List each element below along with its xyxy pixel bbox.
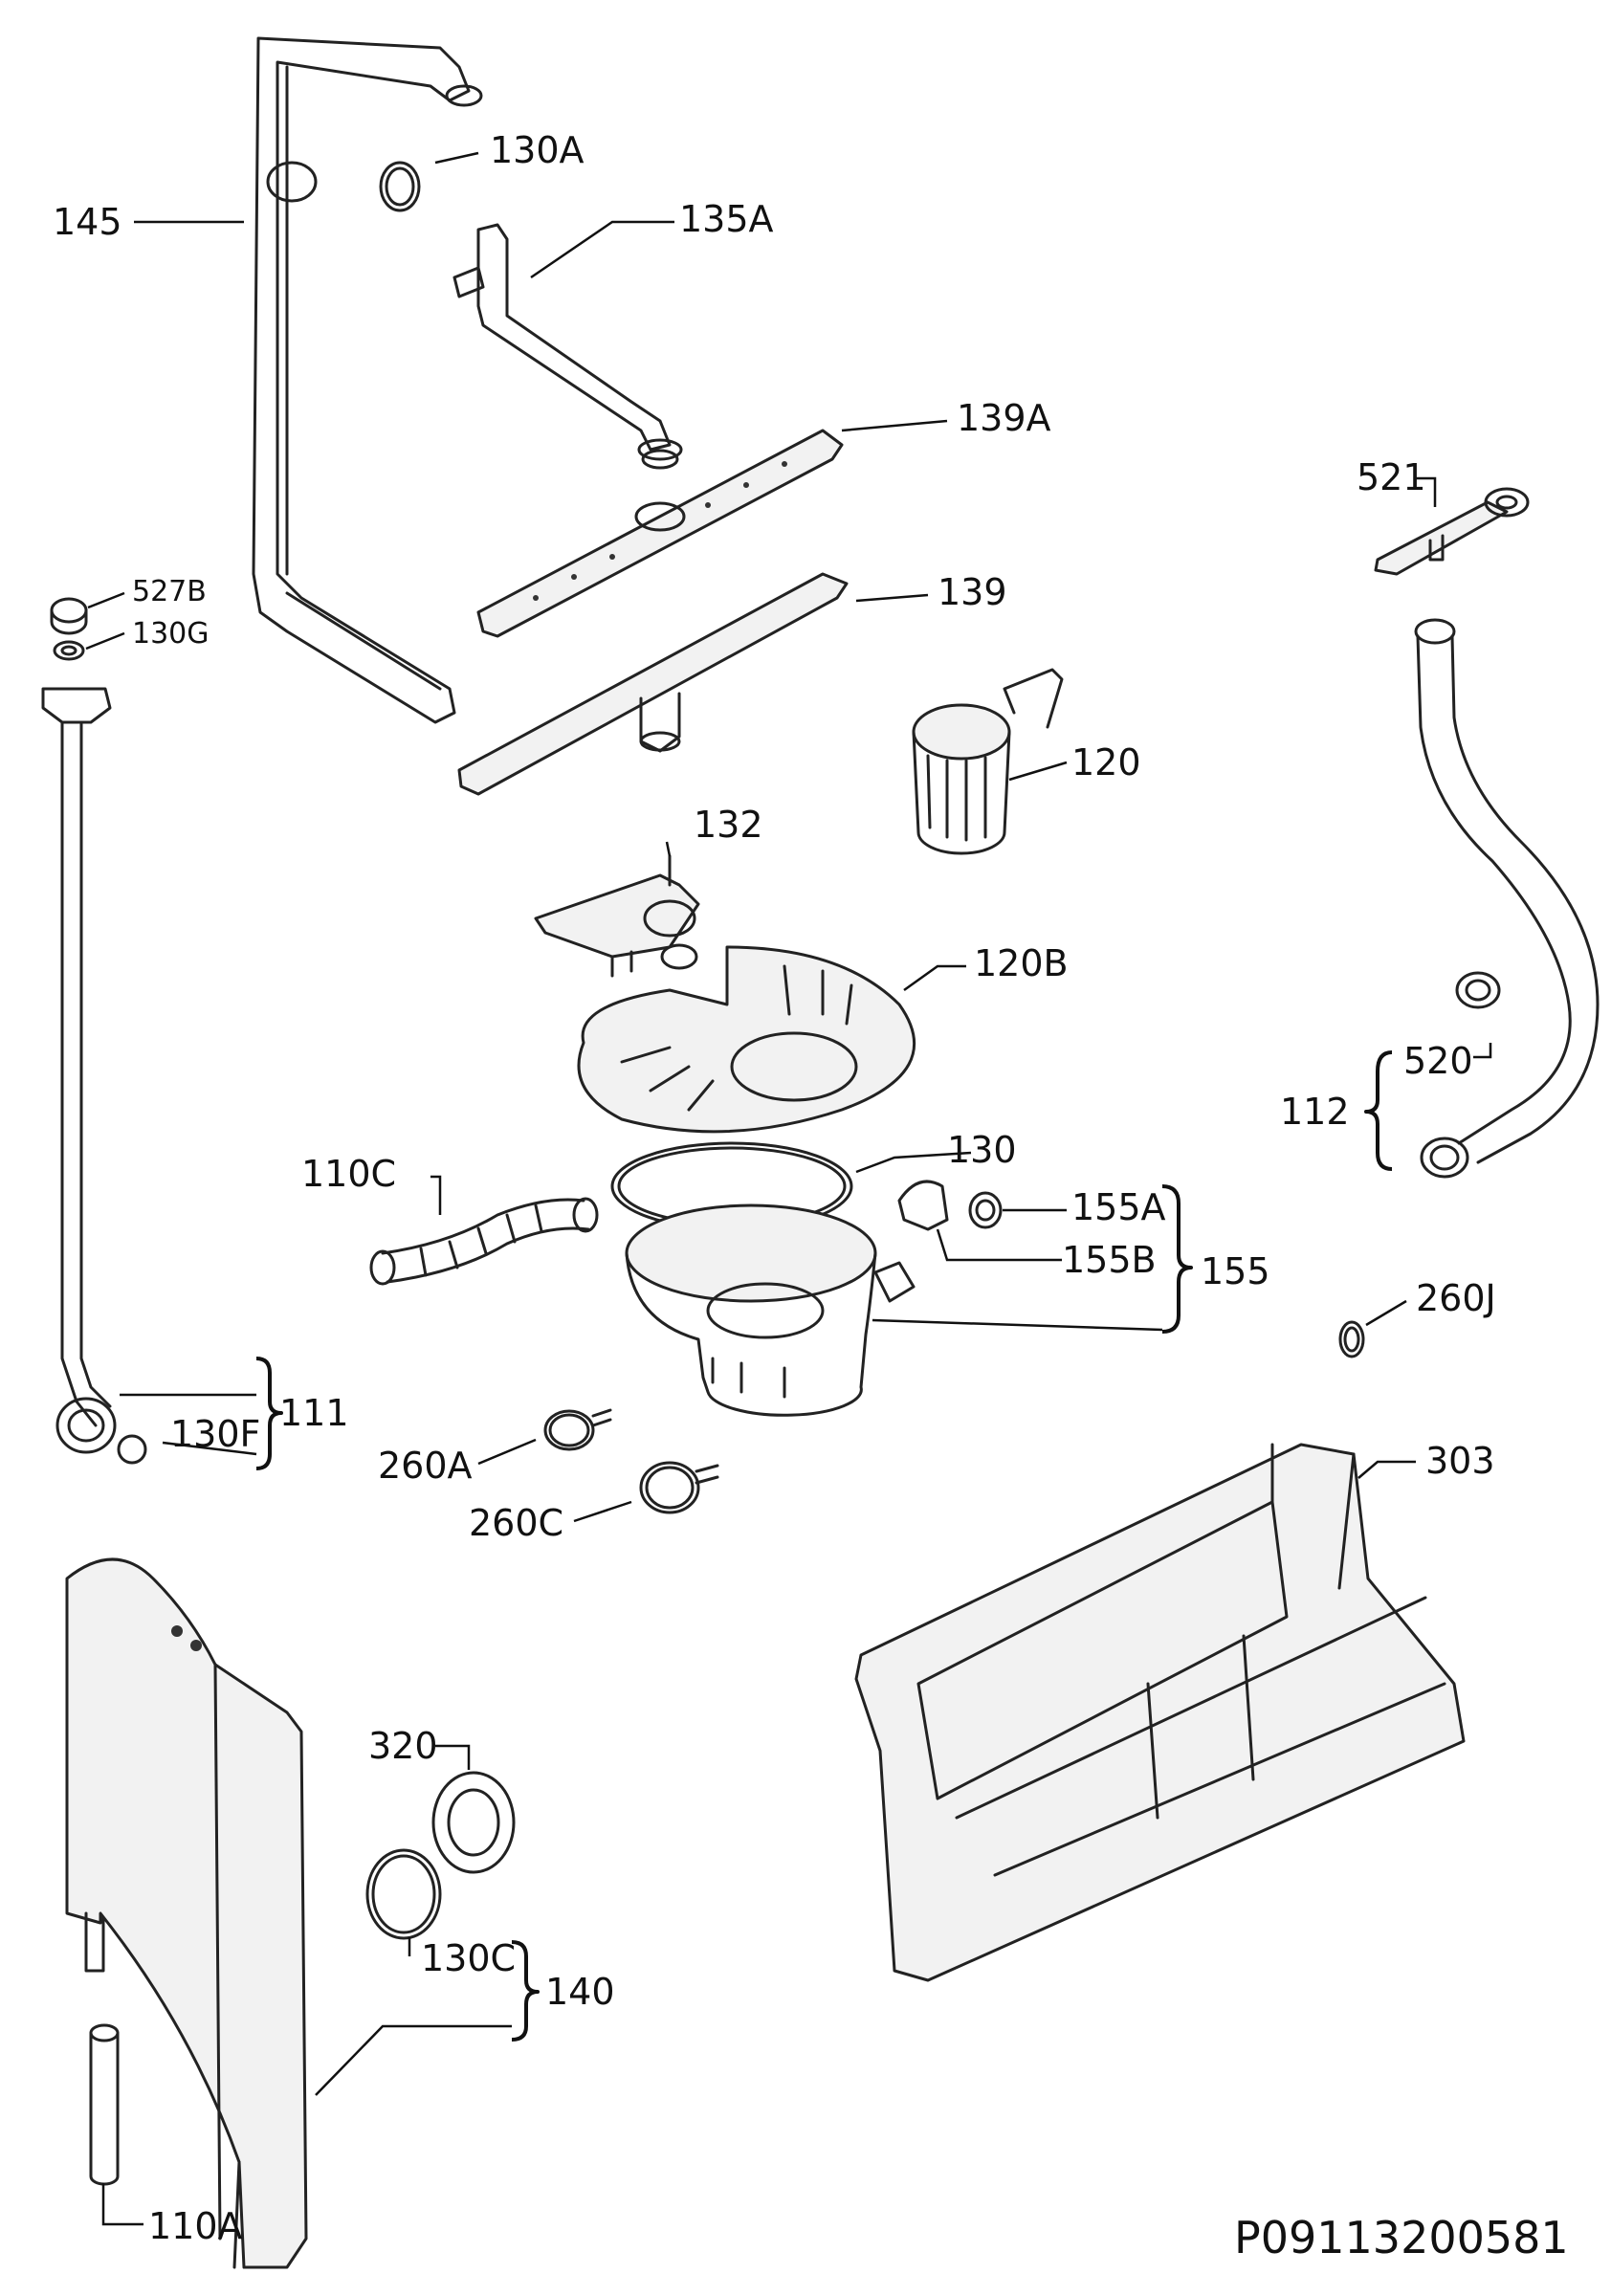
label-520: 520: [1403, 1040, 1473, 1082]
part-155-sump-assembly: [625, 1203, 916, 1417]
label-130c: 130C: [421, 1937, 516, 1979]
part-320-seal: [431, 1771, 516, 1874]
label-260c: 260C: [469, 1502, 563, 1544]
label-139: 139: [938, 571, 1007, 613]
label-130: 130: [947, 1129, 1017, 1171]
part-303-base-tray: [854, 1443, 1466, 1982]
label-145: 145: [53, 201, 122, 243]
label-130a: 130A: [490, 129, 585, 171]
brace-111: [255, 1357, 283, 1470]
label-112: 112: [1280, 1091, 1350, 1133]
brace-112: [1364, 1050, 1393, 1171]
part-140-side-tank: [65, 1557, 308, 2269]
label-260a: 260A: [378, 1445, 473, 1487]
label-110a: 110A: [148, 2205, 243, 2247]
label-155b: 155B: [1062, 1239, 1157, 1281]
part-155b-cover: [897, 1180, 949, 1231]
leader-lines: [85, 151, 1492, 2226]
label-139a: 139A: [957, 397, 1051, 439]
label-155: 155: [1201, 1250, 1270, 1292]
part-260c-clamp: [639, 1461, 719, 1514]
part-111-inlet-tube: [41, 687, 147, 1465]
label-110c: 110C: [301, 1153, 396, 1195]
part-527b-nut: [50, 597, 88, 635]
label-260j: 260J: [1416, 1277, 1496, 1319]
part-120b-filter-plate: [577, 945, 916, 1134]
label-155a: 155A: [1071, 1186, 1166, 1228]
label-527b: 527B: [132, 575, 207, 608]
label-130g: 130G: [132, 617, 210, 651]
part-130a-o-ring: [379, 161, 421, 212]
label-140: 140: [545, 1971, 615, 2013]
part-139-lower-spray-arm: [457, 572, 849, 796]
label-132: 132: [694, 804, 763, 846]
part-120-filter: [912, 668, 1064, 855]
part-145-spray-tube: [252, 36, 483, 724]
part-132-sensor-unit: [534, 854, 700, 978]
part-135a-connector-pipe: [452, 223, 683, 470]
spray-nozzle-dots: [533, 461, 787, 601]
label-120: 120: [1071, 741, 1141, 784]
part-139a-upper-spray-arm: [476, 429, 844, 638]
part-260a-clamp: [543, 1408, 612, 1451]
brace-155: [1161, 1184, 1193, 1334]
part-labels: 145 130A 135A 139A 139 521 527B 130G 120…: [53, 129, 1496, 2247]
drawing-code: P09113200581: [1234, 2212, 1569, 2263]
part-130g-washer: [53, 640, 85, 661]
label-111: 111: [279, 1392, 349, 1434]
part-110c-hose: [369, 1197, 599, 1286]
label-135a: 135A: [679, 198, 774, 240]
label-521: 521: [1357, 456, 1426, 498]
label-303: 303: [1425, 1440, 1495, 1482]
part-260j-clamp: [1338, 1320, 1365, 1358]
part-155a-connector: [968, 1191, 1003, 1229]
part-112-drain-hose: [1414, 618, 1600, 1179]
part-130c-o-ring: [365, 1848, 442, 1940]
label-120b: 120B: [974, 942, 1069, 984]
label-130f: 130F: [170, 1413, 260, 1455]
part-520-hose-connector: [1455, 971, 1501, 1009]
part-110a-tube: [89, 2023, 120, 2186]
part-521-clip: [1374, 487, 1530, 576]
label-320: 320: [368, 1725, 438, 1767]
brace-140: [511, 1940, 540, 2042]
